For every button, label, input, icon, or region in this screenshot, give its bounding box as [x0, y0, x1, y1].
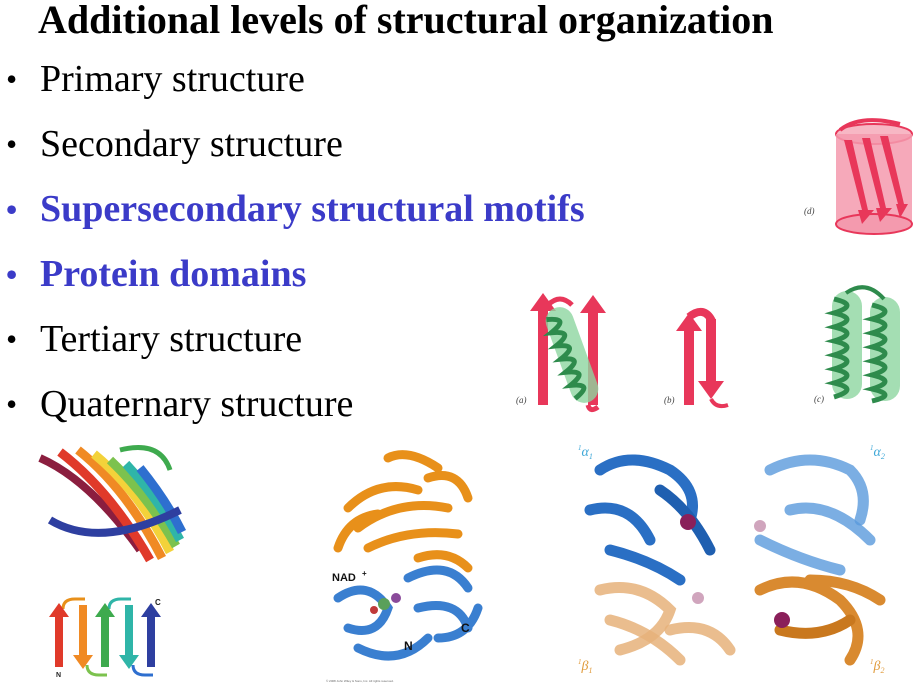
nad-label: NAD	[332, 572, 356, 584]
alpha2-superscript: 1	[870, 444, 874, 452]
copyright-text: © 2008 John Wiley & Sons, Inc. All right…	[326, 679, 394, 683]
page-title: Additional levels of structural organiza…	[38, 0, 774, 42]
bullet-tertiary-structure: • Tertiary structure	[0, 316, 585, 381]
beta-hairpin-motif-figure: (b)	[664, 307, 729, 409]
svg-text:1β2: 1β2	[870, 658, 884, 675]
beta2-label: β	[873, 659, 881, 674]
two-domain-protein-figure: NAD + N C © 2008 John Wiley & Sons, Inc.…	[326, 450, 483, 683]
bullet-text: Tertiary structure	[40, 318, 303, 360]
svg-text:1α1: 1α1	[578, 444, 593, 461]
topology-label-c: C	[155, 598, 161, 607]
bullet-text: Primary structure	[40, 58, 305, 100]
topology-label-n: N	[56, 672, 61, 679]
beta-barrel-motif-figure: (d)	[804, 118, 913, 235]
bullet-text: Secondary structure	[40, 123, 343, 165]
bullet-text: Protein domains	[40, 253, 307, 295]
bullet-protein-domains: • Protein domains	[0, 251, 585, 316]
beta-alpha-beta-motif-figure: (a)	[516, 293, 606, 413]
alpha1-label: α	[582, 445, 590, 460]
alpha2-label: α	[874, 445, 882, 460]
svg-text:1β1: 1β1	[578, 658, 592, 675]
hemoglobin-figure: 1α1 1α2 1β1 1β2	[578, 444, 886, 675]
bullet-supersecondary-motifs: • Supersecondary structural motifs	[0, 186, 585, 251]
helix-hairpin-motif-figure: (c)	[814, 285, 900, 404]
bullet-text: Quaternary structure	[40, 383, 354, 425]
c-terminus-label: C	[461, 621, 470, 635]
bullet-text: Supersecondary structural motifs	[40, 188, 585, 230]
alpha1-subscript: 1	[589, 452, 593, 461]
motif-label-c: (c)	[814, 394, 824, 404]
bullet-marker: •	[6, 386, 18, 422]
bullet-secondary-structure: • Secondary structure	[0, 121, 585, 186]
topology-diagram-figure: C N	[49, 597, 161, 679]
bullet-primary-structure: • Primary structure	[0, 56, 585, 121]
bullet-marker: •	[6, 256, 18, 292]
bullet-marker: •	[6, 126, 18, 162]
motif-label-d: (d)	[804, 206, 815, 216]
motif-label-b: (b)	[664, 395, 675, 405]
alpha2-subscript: 2	[881, 452, 885, 461]
n-terminus-label: N	[404, 639, 413, 653]
beta2-superscript: 1	[870, 658, 874, 666]
beta1-subscript: 1	[588, 666, 592, 675]
alpha1-superscript: 1	[578, 444, 582, 452]
bullet-list: •Primary structure •Secondary structure …	[0, 56, 585, 446]
motif-label-a: (a)	[516, 395, 527, 405]
bullet-marker: •	[6, 321, 18, 357]
beta2-subscript: 2	[880, 666, 884, 675]
beta1-label: β	[581, 659, 589, 674]
bullet-marker: •	[6, 61, 18, 97]
svg-text:1α2: 1α2	[870, 444, 885, 461]
nad-charge: +	[362, 569, 367, 578]
beta-sheet-ribbon-figure	[38, 445, 187, 563]
bullet-quaternary-structure: • Quaternary structure	[0, 381, 585, 446]
beta1-superscript: 1	[578, 658, 582, 666]
bullet-marker: •	[6, 191, 18, 227]
